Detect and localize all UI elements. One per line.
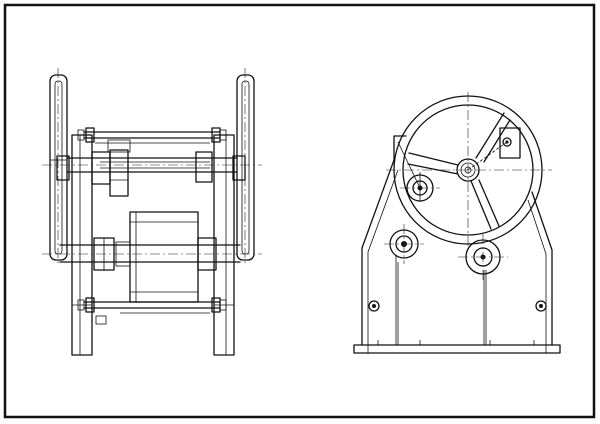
left-handwheel	[49, 74, 68, 261]
upper-shaft	[56, 139, 246, 197]
sheet-border	[3, 3, 596, 419]
top-tie-rods	[77, 127, 227, 144]
side-view	[42, 68, 262, 356]
lower-shaft	[59, 237, 241, 271]
crank-handle	[467, 127, 521, 171]
left-anchor-bolt	[368, 300, 380, 312]
right-anchor-bolt	[535, 300, 547, 312]
front-view	[353, 92, 561, 354]
winch-frame	[361, 135, 553, 346]
hub-link-line	[397, 141, 421, 189]
base-plate	[353, 340, 561, 354]
